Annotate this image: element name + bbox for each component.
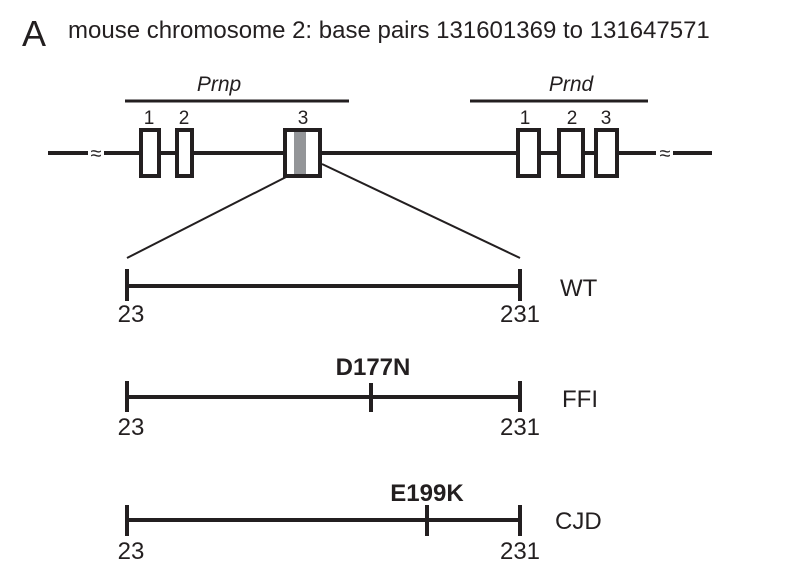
prnp-exon-2 xyxy=(175,128,194,178)
prnd-exon-3 xyxy=(594,128,619,178)
prnp-exon-3-label: 3 xyxy=(298,108,309,129)
ffi-start-label: 23 xyxy=(118,414,145,441)
wt-end-label: 231 xyxy=(500,301,540,328)
break-symbol-left: ≈ xyxy=(91,143,102,165)
panel-label: A xyxy=(22,13,46,54)
zoom-line-right xyxy=(321,163,521,259)
prnd-exon-1 xyxy=(516,128,541,178)
gene-label-prnp: Prnp xyxy=(197,73,241,96)
cjd-start-label: 23 xyxy=(118,538,145,565)
cjd-construct-label: CJD xyxy=(555,508,602,535)
ffi-mutation-label: D177N xyxy=(336,354,411,381)
wt-construct-label: WT xyxy=(560,275,598,302)
prnd-exon-3-label: 3 xyxy=(601,108,612,129)
prnd-exon-1-label: 1 xyxy=(520,108,531,129)
break-symbol-right: ≈ xyxy=(660,143,671,165)
ffi-end-label: 231 xyxy=(500,414,540,441)
ffi-construct-label: FFI xyxy=(562,386,598,413)
prnp-orf-highlight xyxy=(294,132,306,174)
prnd-exon-2 xyxy=(557,128,585,178)
diagram-title: mouse chromosome 2: base pairs 131601369… xyxy=(68,17,710,44)
prnp-exon-1-label: 1 xyxy=(144,108,155,129)
zoom-line-left xyxy=(126,175,289,259)
wt-start-label: 23 xyxy=(118,301,145,328)
prnp-exon-2-label: 2 xyxy=(179,108,190,129)
prnp-exon-1 xyxy=(139,128,161,178)
gene-label-prnd: Prnd xyxy=(549,73,595,96)
prnd-exon-2-label: 2 xyxy=(567,108,578,129)
cjd-mutation-label: E199K xyxy=(390,480,464,507)
cjd-end-label: 231 xyxy=(500,538,540,565)
